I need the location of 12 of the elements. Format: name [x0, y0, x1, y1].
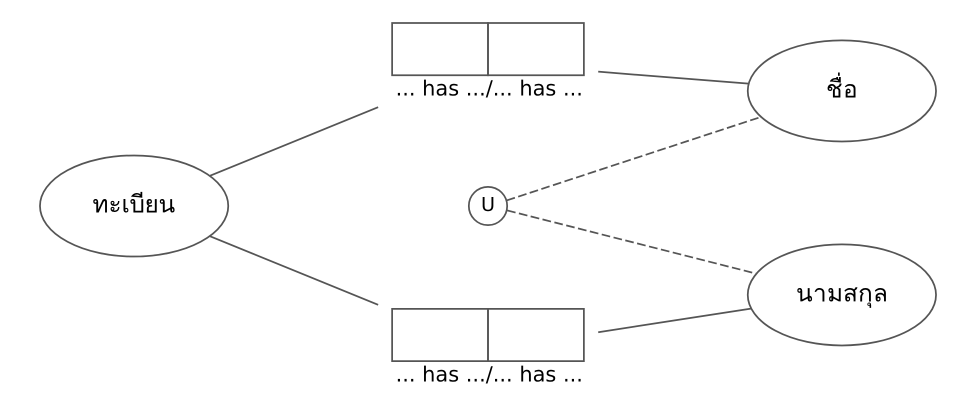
node-label: ... has .../... has ...	[396, 76, 583, 100]
connector	[598, 70, 749, 85]
node-ellipse: นามสกุล	[746, 243, 937, 346]
node-ellipse: ชื่อ	[746, 40, 937, 142]
connector	[210, 236, 378, 306]
connector	[210, 106, 378, 176]
connector	[506, 210, 756, 274]
node-circle: U	[468, 186, 508, 226]
node-label: ... has .../... has ...	[396, 362, 583, 386]
node-ellipse: ทะเบียน	[39, 154, 230, 258]
connector	[598, 308, 752, 334]
connector	[506, 116, 762, 202]
